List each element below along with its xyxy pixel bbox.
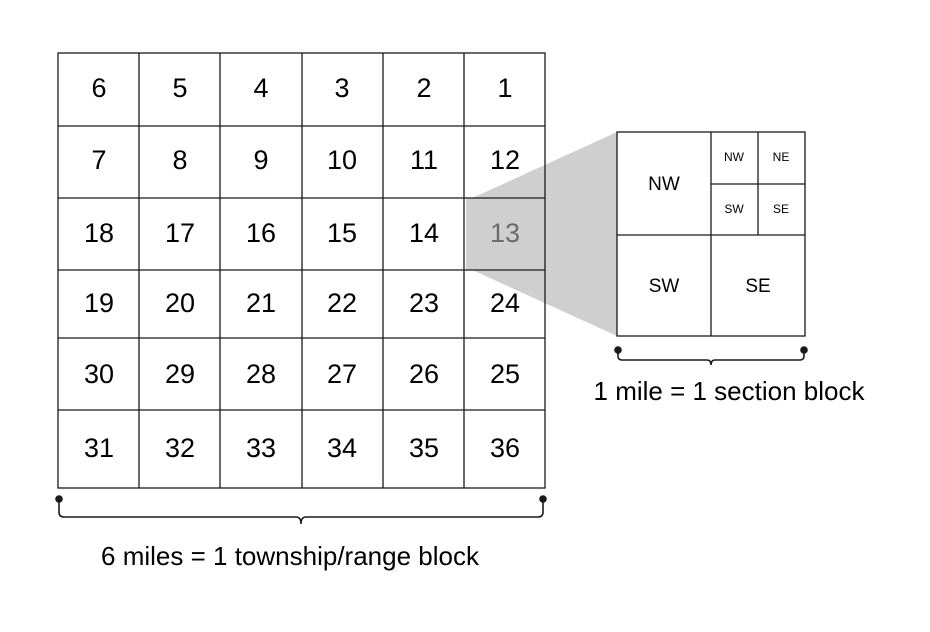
section-number-29: 29 — [165, 359, 195, 389]
section-number-10: 10 — [327, 145, 357, 175]
section-number-7: 7 — [91, 145, 106, 175]
section-number-11: 11 — [410, 145, 438, 175]
section-number-16: 16 — [246, 218, 276, 248]
section-number-12: 12 — [490, 145, 520, 175]
quarter-se-label: SE — [745, 276, 770, 297]
section-number-2: 2 — [416, 73, 431, 103]
section-number-30: 30 — [84, 359, 114, 389]
section-13-highlight — [466, 198, 545, 270]
section-scale-brace — [614, 346, 808, 366]
section-number-34: 34 — [327, 433, 357, 463]
township-scale-brace — [55, 495, 547, 525]
section-number-27: 27 — [327, 359, 357, 389]
section-number-3: 3 — [334, 73, 349, 103]
section-number-5: 5 — [172, 73, 187, 103]
section-number-23: 23 — [409, 288, 439, 318]
section-number-26: 26 — [409, 359, 439, 389]
sub-quarter-nw-label: NW — [724, 150, 745, 164]
section-number-28: 28 — [246, 359, 276, 389]
section-number-33: 33 — [246, 433, 276, 463]
section-number-9: 9 — [253, 145, 268, 175]
section-number-14: 14 — [409, 218, 439, 248]
section-number-20: 20 — [165, 288, 195, 318]
quarter-nw-label: NW — [648, 174, 680, 195]
sub-quarter-ne-label: NE — [773, 150, 790, 164]
quarter-sw-label: SW — [649, 276, 680, 297]
township-caption: 6 miles = 1 township/range block — [101, 541, 480, 571]
section-number-36: 36 — [490, 433, 520, 463]
section-number-25: 25 — [490, 359, 520, 389]
section-number-22: 22 — [327, 288, 357, 318]
sub-quarter-sw-label: SW — [724, 202, 744, 216]
section-number-1: 1 — [497, 73, 512, 103]
section-number-18: 18 — [84, 218, 114, 248]
section-number-17: 17 — [165, 218, 195, 248]
section-number-8: 8 — [172, 145, 187, 175]
section-detail-lines — [617, 132, 805, 336]
section-number-19: 19 — [84, 288, 114, 318]
township-grid — [57, 52, 546, 489]
section-number-4: 4 — [253, 73, 268, 103]
section-number-6: 6 — [91, 73, 106, 103]
section-number-13: 13 — [490, 218, 520, 248]
section-number-32: 32 — [165, 433, 195, 463]
section-number-24: 24 — [490, 288, 520, 318]
sub-quarter-se-label: SE — [773, 202, 789, 216]
section-number-15: 15 — [327, 218, 357, 248]
section-number-21: 21 — [246, 288, 276, 318]
section-number-35: 35 — [409, 433, 439, 463]
section-caption: 1 mile = 1 section block — [594, 376, 866, 406]
section-number-31: 31 — [84, 433, 114, 463]
